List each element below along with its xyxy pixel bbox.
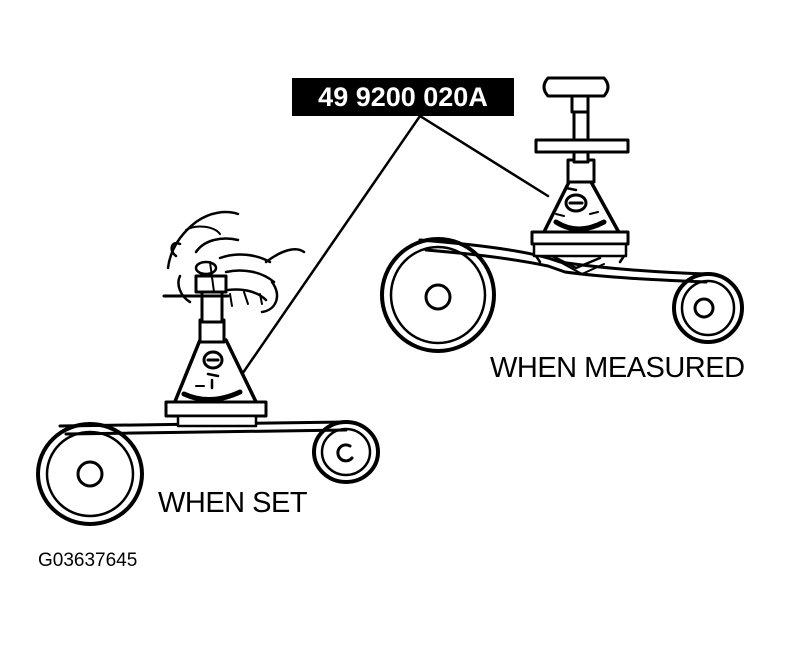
part-number-label: 49 9200 020A (292, 78, 514, 116)
leader-lines (236, 114, 550, 382)
when-set-caption: WHEN SET (158, 487, 308, 519)
hand-icon (166, 210, 306, 314)
drive-belt (418, 238, 708, 284)
t-handle-icon (162, 274, 230, 324)
measured-assembly (380, 76, 744, 353)
pulley-icon (380, 237, 496, 353)
set-assembly (36, 210, 380, 526)
belt-tension-gauge-icon (164, 318, 268, 428)
when-measured-caption: WHEN MEASURED (490, 352, 745, 384)
t-handle-icon (534, 76, 630, 164)
pulley-icon (36, 422, 144, 526)
figure-id-label: G03637645 (38, 550, 138, 571)
belt-tension-gauge-icon (530, 158, 630, 264)
pulley-icon (672, 272, 744, 344)
